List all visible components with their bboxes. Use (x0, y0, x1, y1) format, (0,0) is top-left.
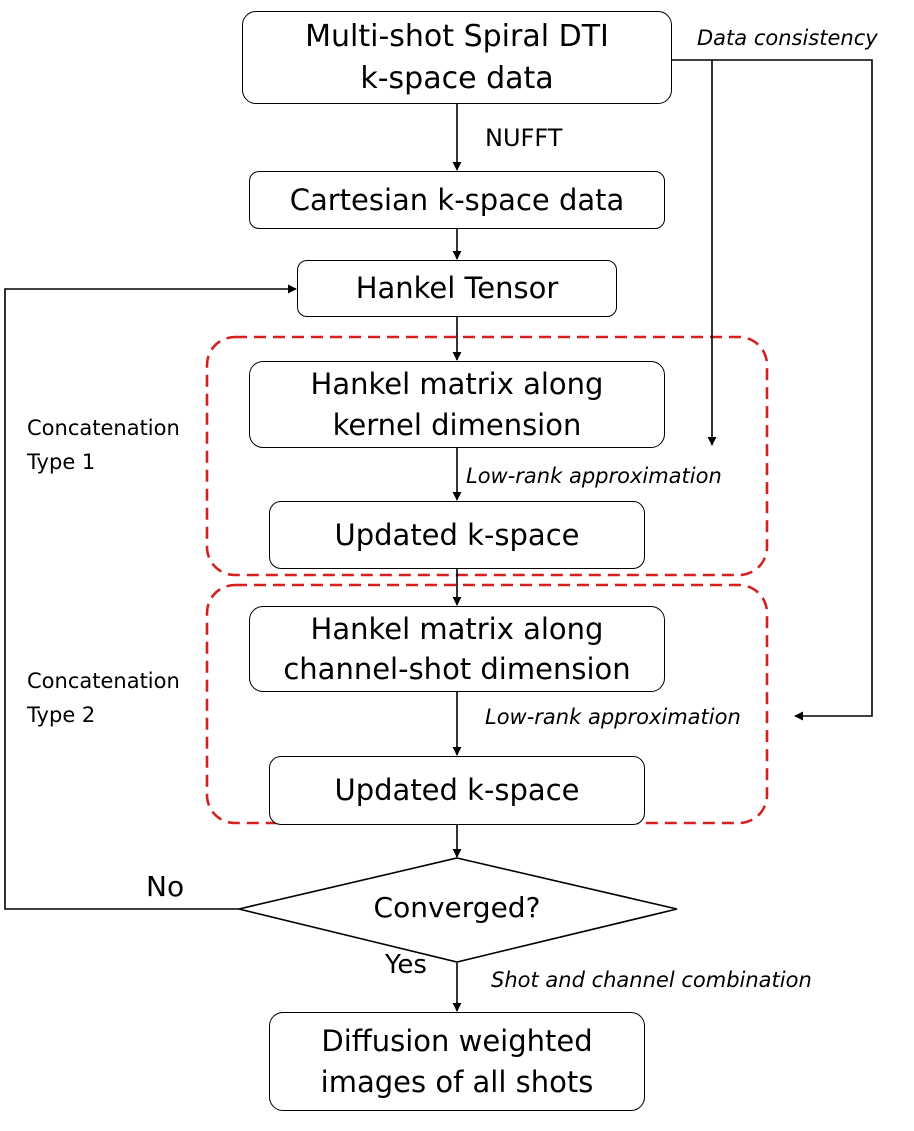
edge-label-lowrank-2: Low-rank approximation (485, 705, 741, 729)
box-hankel-kernel: Hankel matrix along kernel dimension (249, 361, 665, 448)
group-type1-border (205, 335, 769, 577)
box-hankel-channel: Hankel matrix along channel-shot dimensi… (249, 606, 665, 692)
group-type1-line2: Type 1 (27, 449, 96, 474)
edge-label-data-consistency: Data consistency (697, 26, 878, 50)
box-updated-kspace-2: Updated k-space (269, 756, 645, 825)
edge-label-lowrank-1: Low-rank approximation (466, 464, 722, 488)
box-hankel-channel-line2: channel-shot dimension (283, 652, 631, 686)
box-hankel-kernel-line2: kernel dimension (332, 407, 582, 442)
edge-data-consistency-inner (672, 59, 717, 446)
box-spiral-kspace: Multi-shot Spiral DTI k-space data (242, 11, 672, 104)
decision-converged-shape (238, 857, 678, 963)
box-spiral-line1: Multi-shot Spiral DTI (305, 19, 609, 55)
group-type2-line1: Concatenation (27, 669, 180, 693)
edge-label-nufft: NUFFT (485, 124, 563, 152)
box-hankel-tensor-label: Hankel Tensor (355, 271, 559, 306)
decision-converged-label: Converged? (373, 891, 541, 924)
group-type2-line2: Type 2 (27, 702, 96, 727)
box-updated-kspace-1: Updated k-space (269, 501, 645, 569)
box-hankel-kernel-line1: Hankel matrix along (310, 367, 604, 402)
group-type1-label: Concatenation Type 1 (27, 412, 180, 479)
box-spiral-line2: k-space data (360, 60, 554, 96)
box-output-line1: Diffusion weighted (321, 1024, 593, 1059)
box-cartesian-label: Cartesian k-space data (289, 182, 625, 217)
box-cartesian-kspace: Cartesian k-space data (249, 171, 665, 229)
group-type2-label: Concatenation Type 2 (27, 665, 180, 732)
box-hankel-tensor: Hankel Tensor (297, 260, 617, 317)
box-hankel-channel-line1: Hankel matrix along (310, 611, 604, 646)
group-type2-border (205, 583, 769, 825)
box-updated2-label: Updated k-space (334, 773, 580, 808)
box-updated1-label: Updated k-space (334, 517, 580, 552)
group-type1-line1: Concatenation (27, 416, 180, 440)
edge-data-consistency-outer (712, 59, 873, 721)
decision-no-label: No (146, 870, 185, 903)
edge-label-combination: Shot and channel combination (491, 968, 812, 992)
box-output-images: Diffusion weighted images of all shots (269, 1012, 645, 1111)
box-output-line2: images of all shots (320, 1064, 594, 1099)
edge-no-loop (4, 284, 297, 910)
decision-yes-label: Yes (385, 950, 427, 980)
